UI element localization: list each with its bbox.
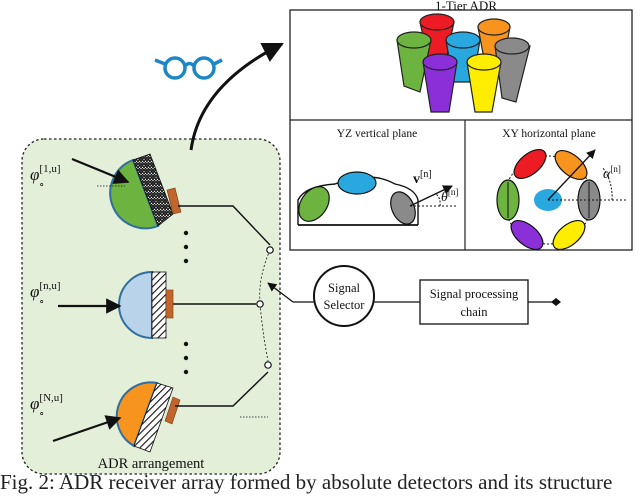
processing-line1: Signal processing: [430, 287, 519, 301]
detector-middle: [118, 270, 174, 340]
selector-arrow: [267, 282, 294, 303]
output-terminal-icon: [551, 298, 561, 306]
yz-title: YZ vertical plane: [337, 128, 417, 140]
incident-arrow-top: [71, 157, 130, 184]
phi-sub-bottom: ∘: [39, 408, 44, 420]
detector-bottom: [115, 381, 181, 453]
ellipsis-dots-lower: [183, 341, 189, 375]
vector-v: [409, 185, 453, 207]
glasses-icon: [154, 56, 223, 80]
wire-top: [178, 205, 271, 246]
phi-label-middle: φ[n,u]: [30, 280, 60, 301]
wire-bottom: [175, 371, 269, 407]
v-label: v[n]: [413, 169, 432, 187]
xy-title: XY horizontal plane: [502, 128, 595, 140]
arrangement-label: ADR arrangement: [98, 456, 205, 472]
incident-arrow-bottom: [52, 415, 122, 443]
alpha-vector: [547, 149, 596, 201]
signal-selector: [313, 265, 375, 327]
ellipsis-dots-upper: [183, 230, 189, 264]
selector-line1: Signal: [328, 281, 360, 295]
adr-title: 1-Tier ADR: [435, 0, 497, 13]
processing-line2: chain: [460, 305, 488, 319]
figure-caption: Fig. 2: ADR receiver array formed by abs…: [0, 470, 613, 494]
adr-3d-cluster: [396, 13, 531, 113]
processing-chain-box: [419, 279, 529, 325]
zoom-arrow: [189, 42, 284, 151]
yz-plane-view: [297, 171, 458, 226]
switch-terminal-bottom: [264, 361, 272, 369]
theta-label: θ[n]: [441, 187, 458, 205]
selector-line2: Selector: [324, 298, 366, 312]
phi-label-top: φ[1,u]: [30, 163, 60, 184]
switch-terminal-top: [266, 246, 274, 254]
xy-plane-view: [496, 148, 626, 251]
switch-terminal-middle: [256, 300, 264, 308]
phi-sub-top: ∘: [39, 179, 44, 191]
phi-sub-middle: ∘: [39, 296, 44, 308]
phi-label-bottom: φ[N,u]: [30, 392, 63, 413]
alpha-label: α[n]: [603, 164, 621, 182]
